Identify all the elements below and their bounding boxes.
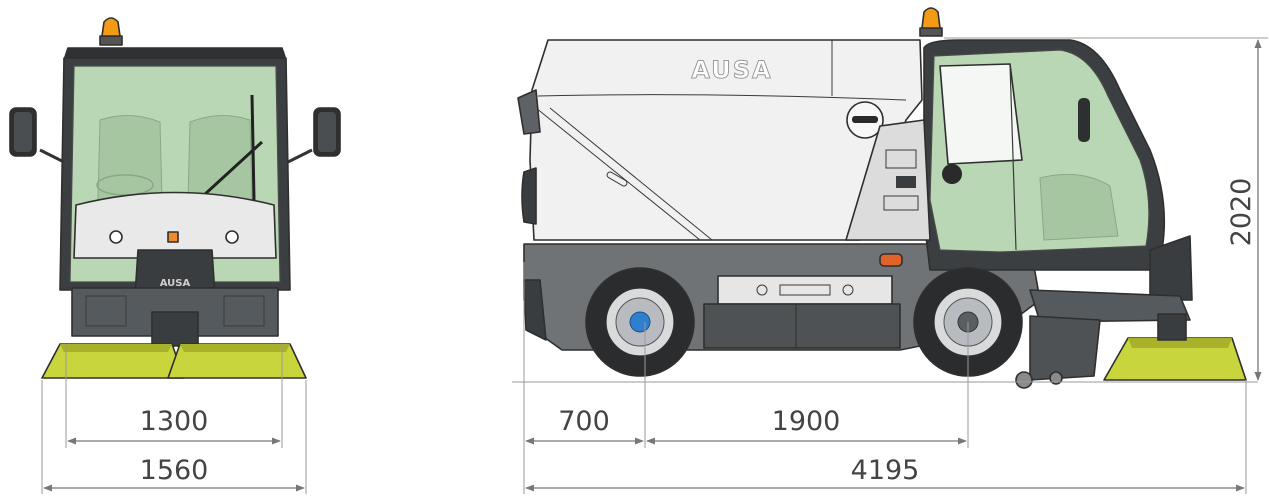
dimension-overall-length: 4195 <box>851 455 920 486</box>
front-view: AUSA <box>9 17 341 379</box>
side-brush-icon <box>167 343 307 379</box>
side-brand-logo: AUSA <box>691 56 772 84</box>
side-mirror-icon <box>287 107 341 164</box>
side-dimensions: 2020 700 1900 4195 <box>512 37 1268 494</box>
dimension-front-inner-width: 1300 <box>140 406 209 437</box>
wheel-icon <box>585 267 695 377</box>
dimension-front-overhang: 700 <box>558 406 610 437</box>
side-brush-icon <box>41 343 185 379</box>
side-view: AUSA <box>517 7 1247 389</box>
front-dimensions: 1300 1560 <box>41 345 307 494</box>
side-brush-icon <box>1103 313 1247 381</box>
front-brand-label: AUSA <box>160 278 191 289</box>
side-mirror-icon <box>9 107 65 164</box>
amber-beacon-icon <box>99 17 123 46</box>
dimension-front-total-width: 1560 <box>140 455 209 486</box>
dimension-wheelbase: 1900 <box>772 406 841 437</box>
amber-beacon-icon <box>919 7 943 37</box>
dimension-overall-height: 2020 <box>1226 178 1257 247</box>
